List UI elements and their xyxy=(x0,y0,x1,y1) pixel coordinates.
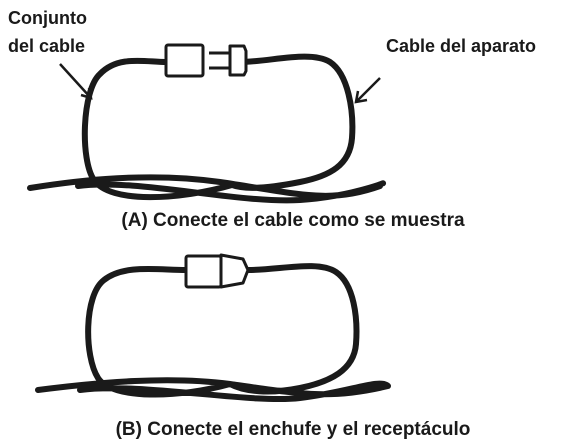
arrow-icon xyxy=(59,63,93,100)
cable-loop-b xyxy=(35,263,391,403)
cable-loop-a xyxy=(27,53,386,204)
cord-connector-icon xyxy=(164,43,205,78)
diagram-b: (B) Conecte el enchufe y el receptáculo xyxy=(35,253,471,440)
label-cord-set-line1: Conjunto xyxy=(8,8,87,28)
plug-receptacle-icon xyxy=(184,253,250,289)
diagram-a: Conjunto del cable Cable del aparato (A)… xyxy=(8,8,536,231)
label-cord-set-line2: del cable xyxy=(8,36,85,56)
arrow-icon xyxy=(354,77,381,104)
label-appliance-cord: Cable del aparato xyxy=(386,36,536,56)
plug-icon xyxy=(209,44,248,77)
caption-b: (B) Conecte el enchufe y el receptáculo xyxy=(116,419,471,440)
caption-a: (A) Conecte el cable como se muestra xyxy=(121,210,465,231)
